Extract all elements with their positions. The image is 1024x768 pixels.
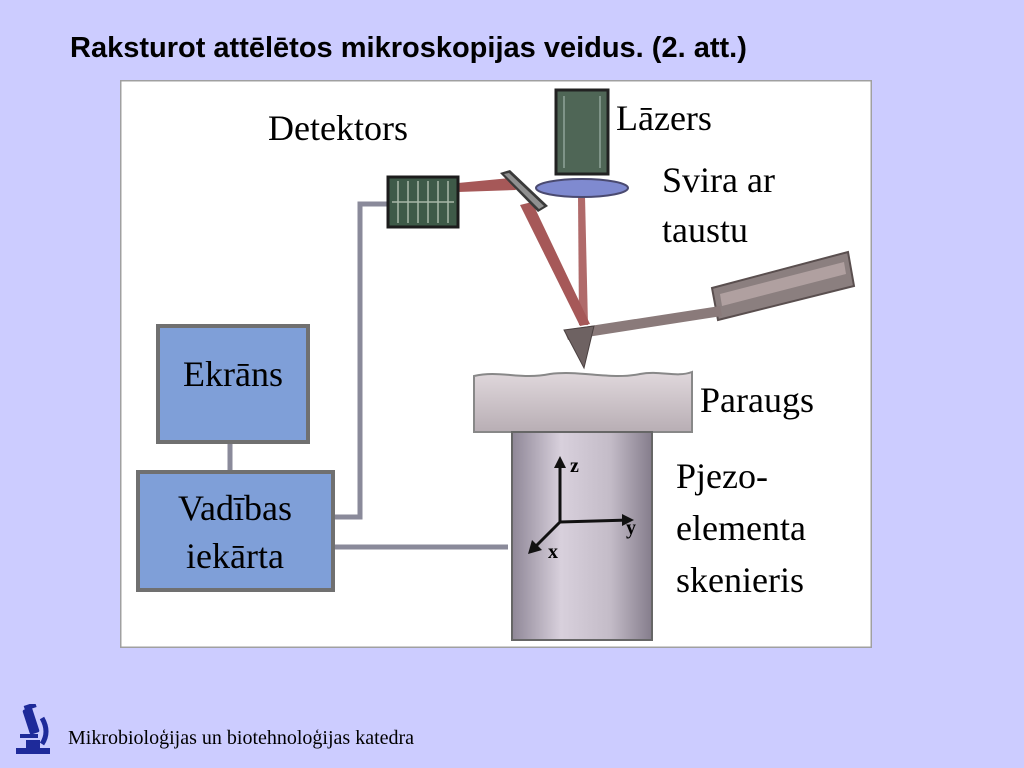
slide-title: Raksturot attēlētos mikroskopijas veidus… bbox=[70, 32, 747, 64]
sample-stage bbox=[473, 370, 693, 433]
piezo-scanner bbox=[511, 431, 653, 641]
cantilever-probe bbox=[563, 306, 722, 370]
detector-box bbox=[386, 175, 460, 229]
reflected-beam-up bbox=[520, 202, 590, 326]
axis-z-label: z bbox=[570, 455, 579, 477]
cantilever-label-line2: taustu bbox=[662, 210, 748, 250]
laser-label: Lāzers bbox=[616, 98, 712, 138]
reflected-beam-to-detector bbox=[458, 178, 516, 192]
sample-label: Paraugs bbox=[700, 380, 814, 420]
laser-lens bbox=[535, 178, 629, 198]
piezo-label-line2: elementa bbox=[676, 508, 806, 548]
laser-box bbox=[554, 88, 610, 176]
detector-wire bbox=[335, 201, 390, 520]
afm-diagram: z y x Ekrāns Vadības iekārta Detektors L… bbox=[120, 80, 872, 648]
piezo-label-line3: skenieris bbox=[676, 560, 804, 600]
department-name: Mikrobioloģijas un biotehnoloģijas kated… bbox=[68, 727, 415, 749]
screen-box bbox=[156, 324, 310, 444]
control-box bbox=[136, 470, 335, 592]
detector-label: Detektors bbox=[268, 108, 408, 148]
cantilever-label-line1: Svira ar bbox=[662, 160, 775, 200]
control-label-line2: iekārta bbox=[186, 536, 284, 576]
piezo-label-line1: Pjezo- bbox=[676, 456, 768, 496]
laser-beam-down bbox=[578, 196, 588, 325]
laser-beams bbox=[458, 178, 590, 326]
mirror bbox=[500, 170, 548, 212]
wires bbox=[227, 201, 508, 550]
control-label-line1: Vadības bbox=[178, 488, 292, 528]
axis-x-label: x bbox=[548, 541, 558, 563]
screen-label: Ekrāns bbox=[183, 354, 283, 394]
axis-y-label: y bbox=[626, 517, 636, 539]
microscope-icon bbox=[16, 704, 50, 754]
footer: Mikrobioloģijas un biotehnoloģijas kated… bbox=[12, 704, 414, 756]
